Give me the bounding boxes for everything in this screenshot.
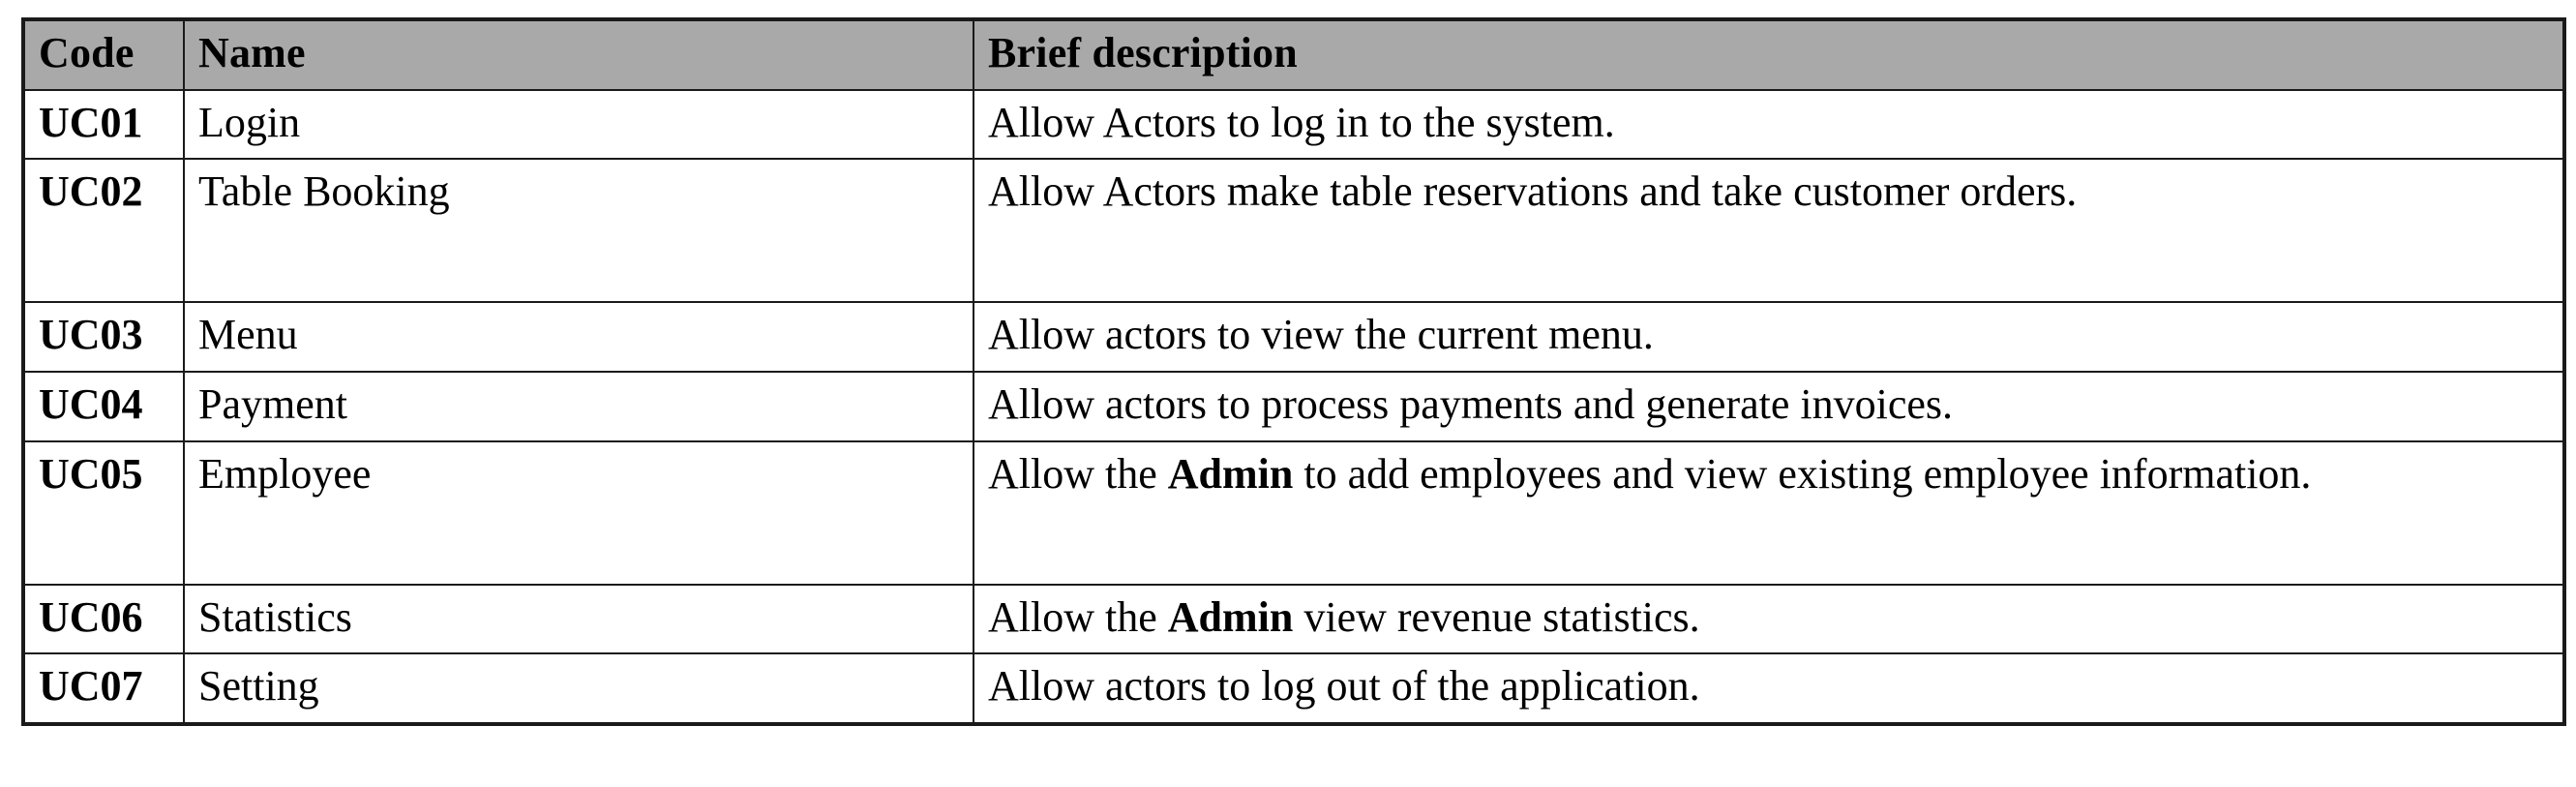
table-header: Code Name Brief description — [22, 18, 2565, 91]
column-header-code: Code — [22, 18, 185, 91]
cell-use-case-code: UC02 — [22, 158, 185, 304]
cell-use-case-description: Allow the Admin to add employees and vie… — [973, 439, 2565, 586]
description-text: Allow Actors to log in to the system. — [988, 98, 1615, 146]
cell-use-case-name: Setting — [183, 652, 974, 726]
cell-use-case-name: Statistics — [183, 583, 974, 655]
description-text: Allow actors to log out of the applicati… — [988, 662, 1700, 711]
description-text: view revenue statistics. — [1293, 592, 1700, 641]
description-text: Allow the — [988, 592, 1168, 641]
description-text: Allow actors to view the current menu. — [988, 311, 1654, 359]
cell-use-case-code: UC01 — [22, 88, 185, 161]
column-header-name: Name — [183, 18, 974, 91]
cell-use-case-name: Employee — [183, 439, 974, 586]
cell-use-case-description: Allow actors to process payments and gen… — [973, 371, 2565, 442]
table-header-row: Code Name Brief description — [22, 18, 2565, 91]
cell-use-case-code: UC06 — [22, 583, 185, 655]
description-emphasis: Admin — [1167, 449, 1294, 498]
cell-use-case-description: Allow Actors make table reservations and… — [973, 158, 2565, 304]
cell-use-case-description: Allow actors to log out of the applicati… — [973, 652, 2565, 726]
description-text: Allow Actors make table reservations and… — [988, 167, 2078, 216]
cell-use-case-description: Allow the Admin view revenue statistics. — [973, 583, 2565, 655]
cell-use-case-name: Payment — [183, 371, 974, 442]
cell-use-case-code: UC03 — [22, 301, 185, 374]
cell-use-case-description: Allow actors to view the current menu. — [973, 301, 2565, 374]
column-header-description: Brief description — [973, 18, 2565, 91]
description-text: to add employees and view existing emplo… — [1293, 449, 2312, 498]
cell-use-case-name: Menu — [183, 301, 974, 374]
cell-use-case-description: Allow Actors to log in to the system. — [973, 88, 2565, 161]
description-text: Allow the — [988, 449, 1168, 498]
cell-use-case-name: Login — [183, 88, 974, 161]
cell-use-case-code: UC07 — [22, 652, 185, 726]
description-text: Allow actors to process payments and gen… — [988, 380, 1954, 429]
cell-use-case-code: UC05 — [22, 439, 185, 586]
cell-use-case-name: Table Booking — [183, 158, 974, 304]
cell-use-case-code: UC04 — [22, 371, 185, 442]
description-emphasis: Admin — [1167, 592, 1294, 641]
